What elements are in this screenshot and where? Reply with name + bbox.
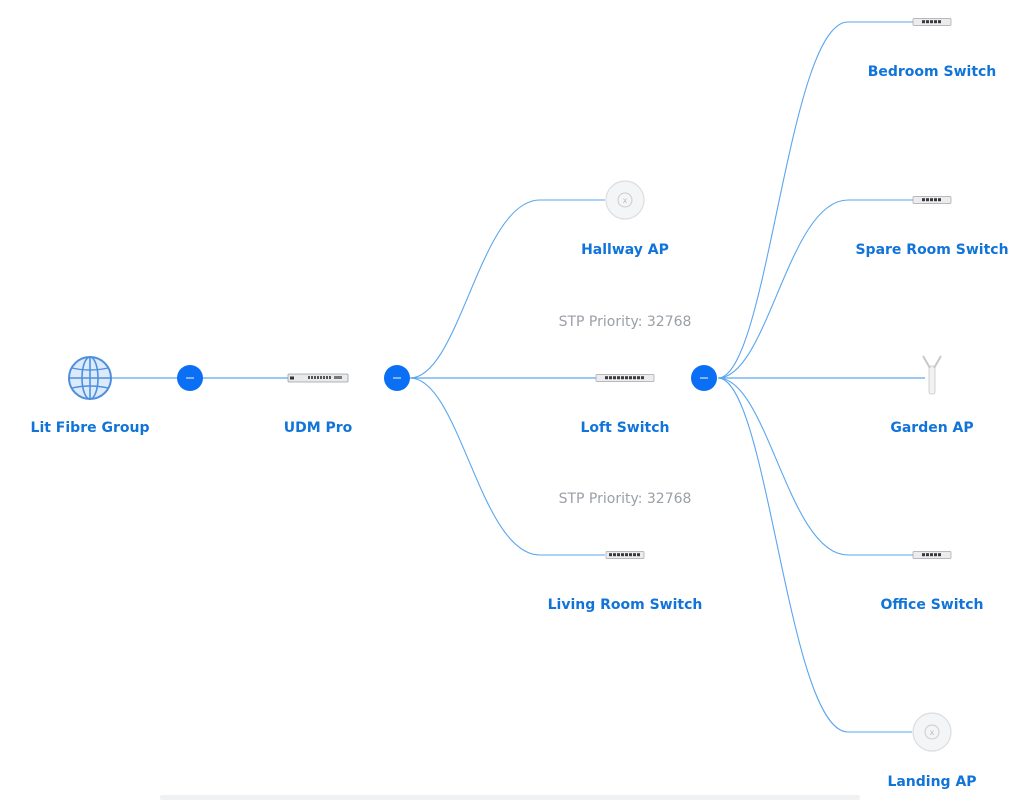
access-point-icon[interactable]: x bbox=[605, 180, 645, 220]
link-loft-spare bbox=[717, 199, 915, 379]
link-udm-hallway bbox=[409, 199, 605, 379]
switch-icon[interactable] bbox=[912, 196, 952, 204]
node-label-hallway[interactable]: Hallway AP bbox=[581, 242, 669, 258]
globe-icon[interactable] bbox=[68, 356, 112, 400]
collapse-button-udm[interactable] bbox=[384, 365, 410, 391]
node-label-office[interactable]: Office Switch bbox=[880, 597, 984, 613]
node-label-bedroom[interactable]: Bedroom Switch bbox=[867, 64, 997, 80]
node-label-isp[interactable]: Lit Fibre Group bbox=[30, 420, 150, 436]
device-icons: xx bbox=[68, 18, 952, 752]
stp-priority-label: STP Priority: 32768 bbox=[558, 314, 692, 330]
stp-priority-label: STP Priority: 32768 bbox=[558, 491, 692, 507]
node-label-loft[interactable]: Loft Switch bbox=[580, 420, 670, 436]
switch-icon[interactable] bbox=[605, 551, 645, 559]
outdoor-ap-icon[interactable] bbox=[922, 355, 942, 395]
node-label-garden[interactable]: Garden AP bbox=[890, 420, 974, 436]
access-point-icon[interactable]: x bbox=[912, 712, 952, 752]
link-loft-landing bbox=[717, 377, 912, 733]
svg-text:x: x bbox=[930, 728, 935, 737]
gateway-rack-icon[interactable] bbox=[287, 373, 349, 383]
node-label-udm[interactable]: UDM Pro bbox=[283, 420, 353, 436]
switch-icon[interactable] bbox=[912, 18, 952, 26]
link-loft-bedroom bbox=[717, 21, 915, 379]
node-label-spare[interactable]: Spare Room Switch bbox=[855, 242, 1009, 258]
topology-links bbox=[112, 21, 925, 733]
link-loft-office bbox=[717, 377, 915, 556]
link-udm-living bbox=[409, 377, 605, 556]
collapse-button-isp[interactable] bbox=[177, 365, 203, 391]
svg-text:x: x bbox=[623, 196, 628, 205]
switch-icon[interactable] bbox=[595, 374, 655, 382]
node-label-landing[interactable]: Landing AP bbox=[887, 774, 977, 790]
collapse-button-loft[interactable] bbox=[691, 365, 717, 391]
node-label-living[interactable]: Living Room Switch bbox=[547, 597, 703, 613]
collapse-buttons bbox=[177, 365, 717, 391]
switch-icon[interactable] bbox=[912, 551, 952, 559]
horizontal-scrollbar[interactable] bbox=[160, 795, 860, 800]
